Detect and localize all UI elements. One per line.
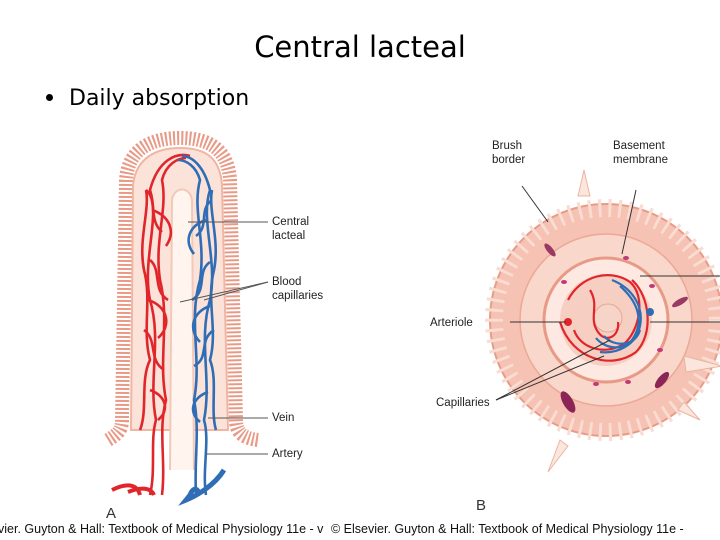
bullet-dot: [46, 93, 53, 101]
artery-label: Artery: [272, 448, 303, 460]
arterial-network: [111, 153, 191, 497]
brush-border-label: Brush border: [492, 139, 525, 167]
blood-capillaries-label-line2: capillaries: [272, 290, 324, 302]
panel-letter-a: A: [106, 505, 117, 522]
central-lacteal-label-line1: Central: [272, 216, 310, 228]
villus-cross-section-b: [485, 169, 720, 473]
villus-epithelium: [104, 130, 260, 447]
brush-border-label-line2: border: [492, 154, 526, 166]
capillaries-label: Capillaries: [436, 397, 490, 409]
footer-credit-right: © Elsevier. Guyton & Hall: Textbook of M…: [331, 522, 684, 536]
arteriole-label: Arteriole: [430, 317, 473, 329]
venous-network: [177, 154, 227, 506]
bullet-text: Daily absorption: [69, 86, 250, 111]
basement-membrane-label: Basement membrane: [613, 139, 668, 167]
footer-credit-left: vier. Guyton & Hall: Textbook of Medical…: [0, 522, 324, 536]
blood-capillaries-label: Blood capillaries: [272, 275, 323, 303]
blood-capillaries-label-line1: Blood: [272, 276, 302, 288]
central-lacteal-vessel: [169, 188, 195, 471]
central-lacteal-label-line2: lacteal: [272, 230, 306, 242]
vein-label: Vein: [272, 412, 295, 424]
central-lacteal-label: Central lacteal: [272, 215, 309, 243]
slide-title: Central lacteal: [254, 30, 466, 64]
leader-lines-a: [179, 221, 269, 455]
leader-lines-b: [495, 185, 720, 401]
bullet-item: Daily absorption: [46, 86, 249, 111]
brush-border-label-line1: Brush: [492, 140, 523, 152]
basement-membrane-label-line2: membrane: [613, 154, 668, 166]
basement-membrane-label-line1: Basement: [613, 140, 665, 152]
panel-letter-b: B: [476, 497, 487, 514]
